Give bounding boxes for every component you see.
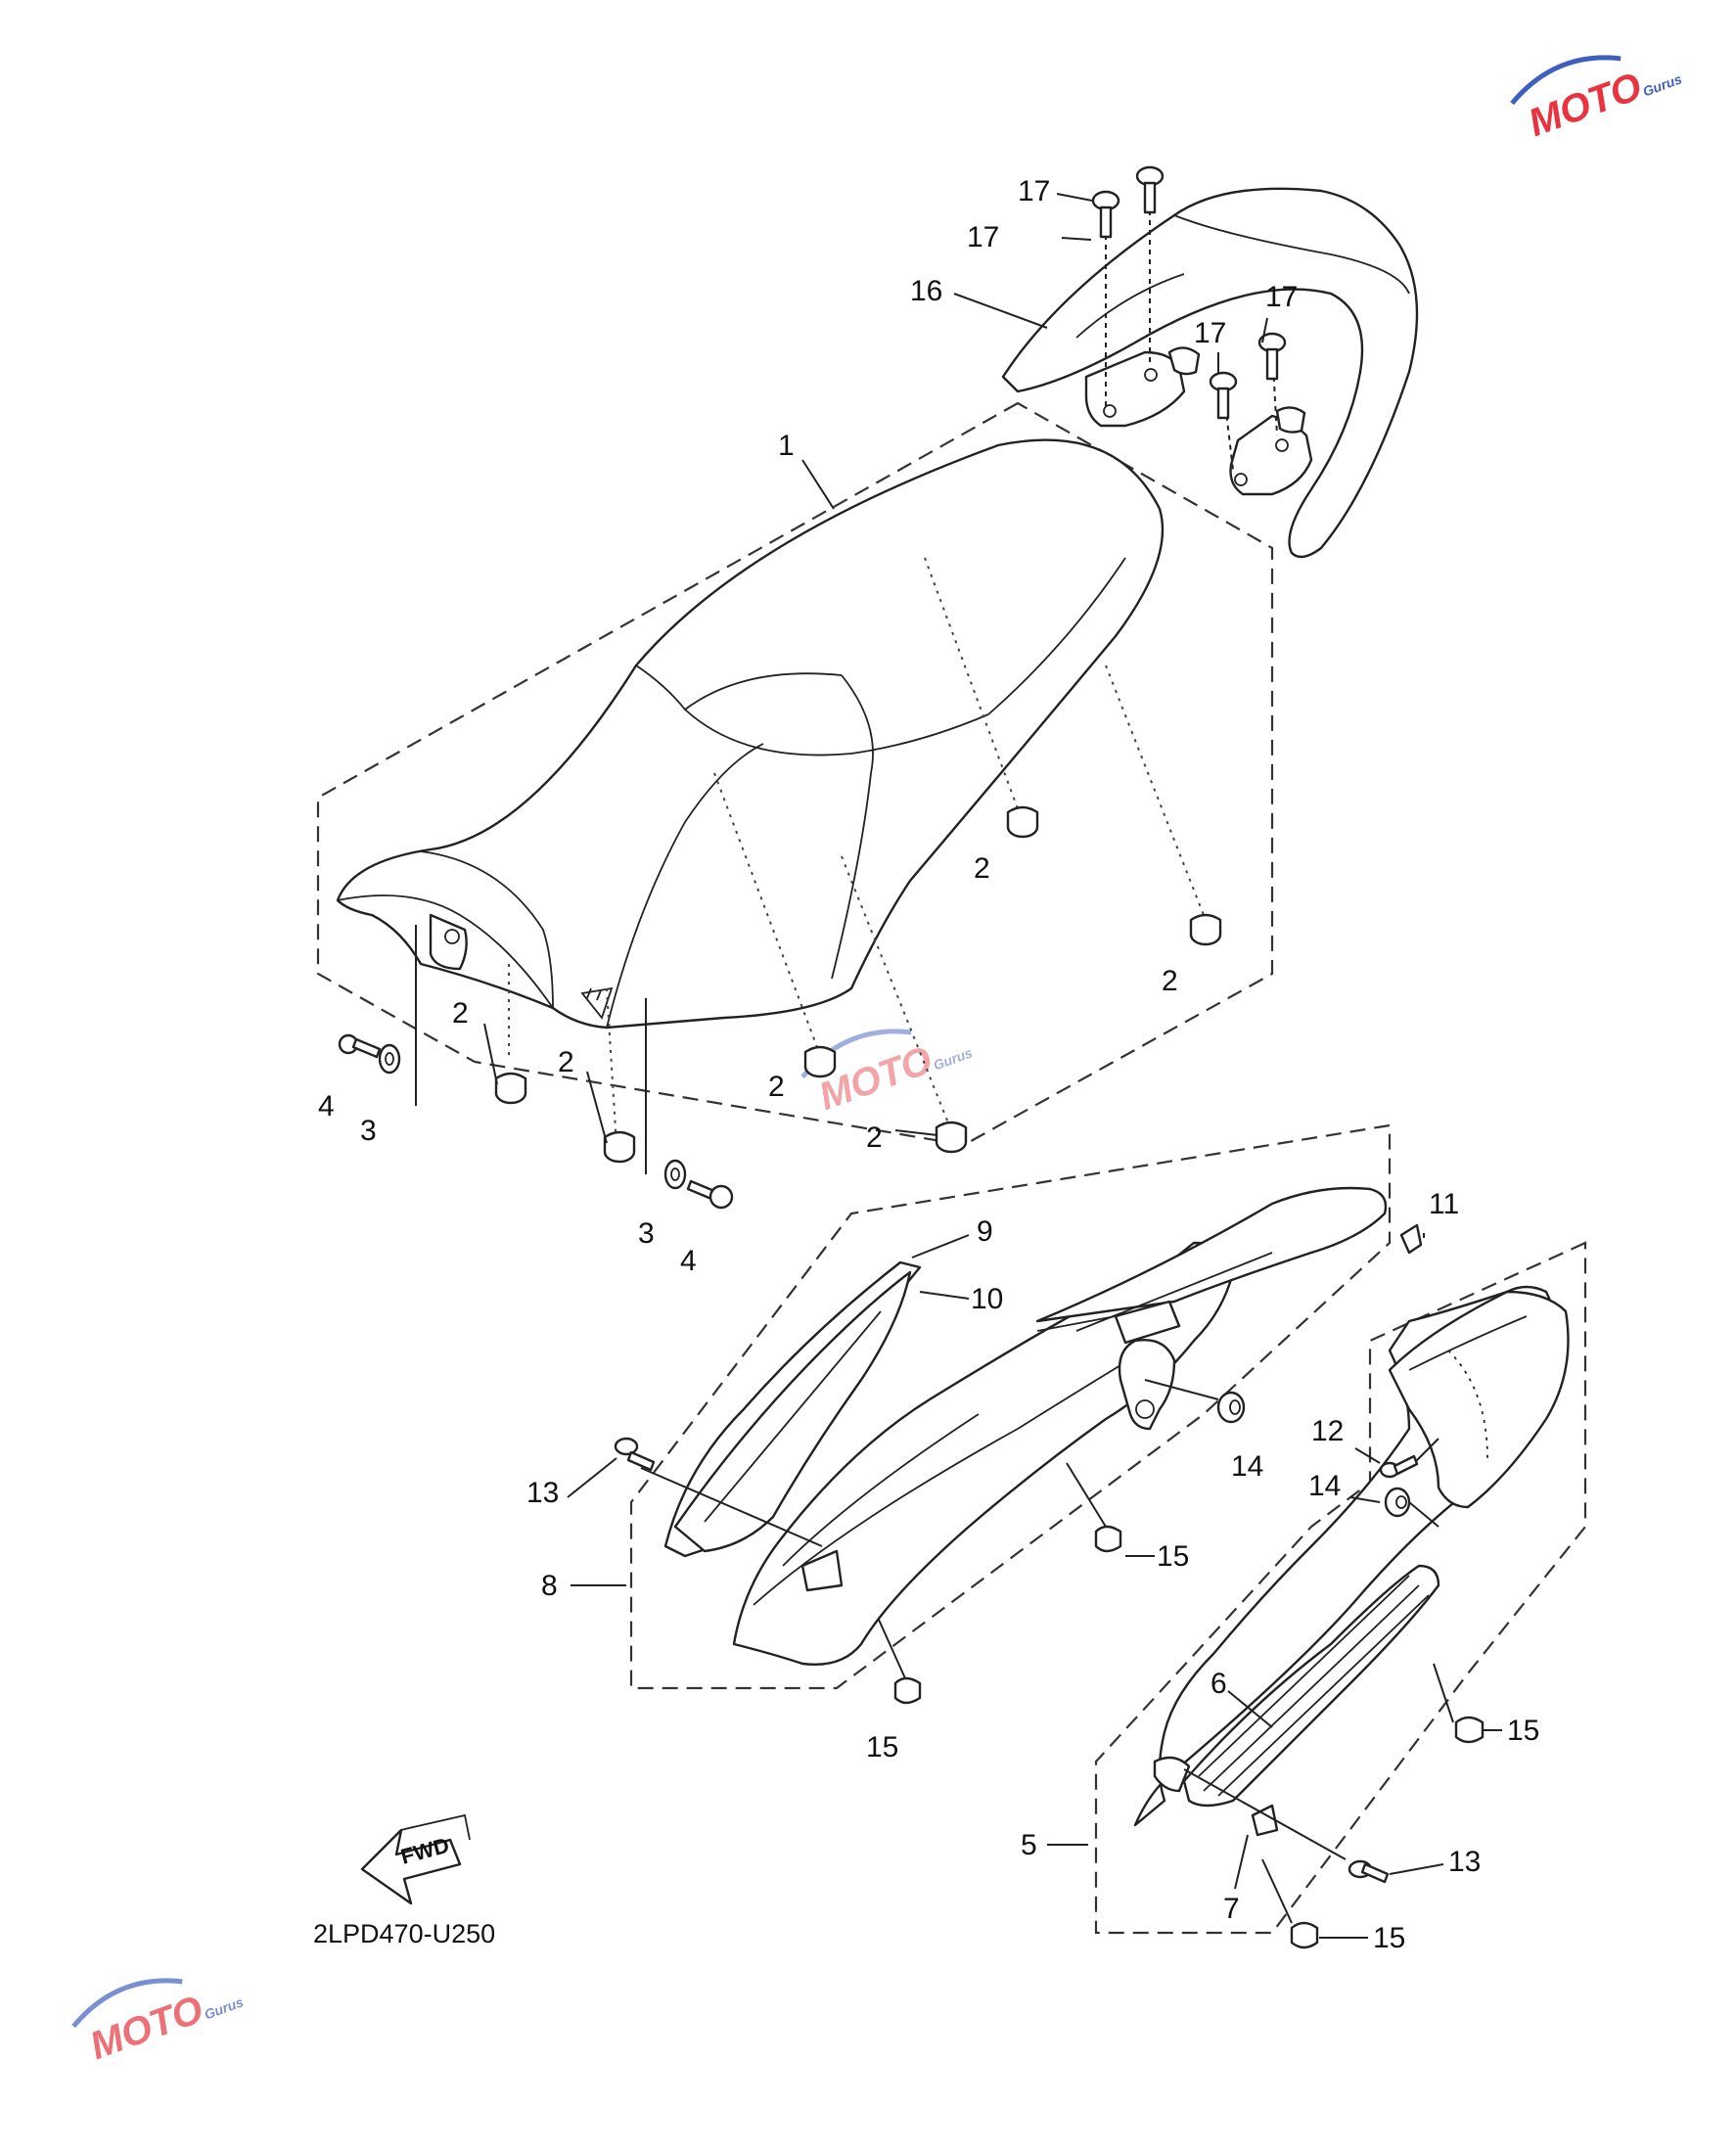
callout-17-b: 17: [967, 221, 999, 253]
callout-5: 5: [1021, 1829, 1037, 1861]
callout-14-lower: 14: [1308, 1470, 1341, 1502]
seat-group-outline: [316, 401, 1274, 1147]
bolt-17-b: [1135, 165, 1165, 367]
damper-7: [1251, 1804, 1279, 1837]
bolt-17-d: [1257, 332, 1287, 436]
leader-17a: [1056, 193, 1093, 202]
callout-6: 6: [1211, 1668, 1227, 1700]
side-cover: [1133, 1285, 1570, 1827]
damper-14-lower: [1384, 1487, 1439, 1528]
diagram-code: 2LPD470-U250: [313, 1919, 495, 1948]
callout-3-left: 3: [360, 1115, 377, 1147]
bolt-4-right: [686, 1179, 734, 1210]
clip-15-c: [1433, 1663, 1485, 1744]
leader-2g: [894, 1129, 938, 1136]
callout-15-a: 15: [1157, 1540, 1189, 1573]
screw-13-upper: [614, 1437, 823, 1547]
clip-15-a: [1066, 1462, 1122, 1553]
callout-4-left: 4: [318, 1090, 335, 1122]
leader-2a: [483, 1023, 498, 1085]
rear-cover: [732, 1186, 1388, 1666]
side-panel-10: [673, 1270, 912, 1553]
callout-17-d: 17: [1194, 317, 1226, 349]
damper-2-b: [603, 1130, 636, 1164]
damper-14-upper: [1144, 1379, 1246, 1424]
leader-13b: [1389, 1863, 1444, 1875]
washer-3-left: [378, 1043, 401, 1075]
leader-7: [1234, 1834, 1249, 1890]
rear-cover-group-outline: [629, 1123, 1392, 1690]
grab-bar: [1001, 187, 1419, 559]
damper-2-c: [803, 1045, 837, 1078]
callout-15-c: 15: [1507, 1715, 1539, 1747]
callout-17-c: 17: [1265, 281, 1298, 313]
callout-8: 8: [541, 1570, 558, 1602]
leader-13a: [567, 1457, 617, 1498]
callout-13-lower: 13: [1448, 1846, 1481, 1878]
callout-4-right: 4: [680, 1245, 697, 1277]
callout-9: 9: [977, 1215, 993, 1248]
screw-13-lower: [1183, 1768, 1390, 1884]
callout-2-f: 2: [866, 1122, 883, 1154]
callout-11: 11: [1429, 1188, 1459, 1220]
leader-6: [1227, 1690, 1273, 1728]
callout-13-upper: 13: [526, 1477, 559, 1509]
svg-text:Gurus: Gurus: [932, 1044, 975, 1073]
callout-15-b: 15: [866, 1731, 898, 1763]
grommet-11: [1399, 1223, 1423, 1255]
callout-12: 12: [1311, 1415, 1344, 1447]
callout-3-right: 3: [638, 1217, 655, 1250]
callout-2-b: 2: [558, 1046, 574, 1078]
watermark-logo-top-right: MOTO Gurus: [1510, 55, 1684, 145]
callout-10: 10: [971, 1283, 1003, 1315]
callout-2-a: 2: [452, 997, 469, 1030]
leader-16: [953, 293, 1048, 329]
callout-1: 1: [778, 430, 795, 462]
callout-15-d: 15: [1373, 1922, 1405, 1954]
callout-17-a: 17: [1018, 175, 1050, 207]
clip-15-b: [878, 1619, 922, 1705]
bolt-4-left: [338, 1033, 382, 1059]
seat: [336, 438, 1165, 1030]
clip-15-d: [1261, 1858, 1319, 1949]
leader-10: [919, 1291, 970, 1300]
screw-12: [1379, 1438, 1439, 1479]
damper-2-a: [494, 1072, 527, 1105]
leader-9: [911, 1234, 970, 1259]
washer-3-right: [663, 1159, 687, 1190]
leader-12: [1354, 1447, 1381, 1464]
watermark-logo-bottom-left: MOTO Gurus: [71, 1978, 246, 2068]
guide-line-seat-1: [924, 557, 1024, 823]
callout-16: 16: [910, 275, 942, 307]
svg-text:Gurus: Gurus: [203, 1993, 246, 2022]
callout-7: 7: [1223, 1893, 1240, 1925]
leader-2b: [586, 1071, 608, 1144]
damper-2-e: [1006, 805, 1039, 839]
damper-2-d: [935, 1121, 968, 1154]
leader-17c: [1261, 317, 1268, 343]
callout-2-e: 2: [1162, 965, 1178, 997]
svg-text:Gurus: Gurus: [1641, 70, 1684, 99]
bolt-17-a: [1091, 190, 1120, 406]
leader-1: [801, 459, 835, 510]
callout-14-upper: 14: [1231, 1450, 1263, 1483]
grille-6: [1182, 1564, 1440, 1808]
callout-2-c: 2: [768, 1071, 785, 1103]
damper-2-f: [1189, 913, 1222, 946]
guide-line-seat-2: [1105, 664, 1205, 916]
leader-14b: [1349, 1496, 1381, 1503]
leader-17b: [1061, 237, 1092, 241]
side-cover-group-outline: [1094, 1241, 1587, 1935]
bolt-17-c: [1209, 371, 1238, 471]
fwd-arrow-icon: FWD: [360, 1813, 471, 1905]
callout-2-d: 2: [974, 852, 990, 885]
